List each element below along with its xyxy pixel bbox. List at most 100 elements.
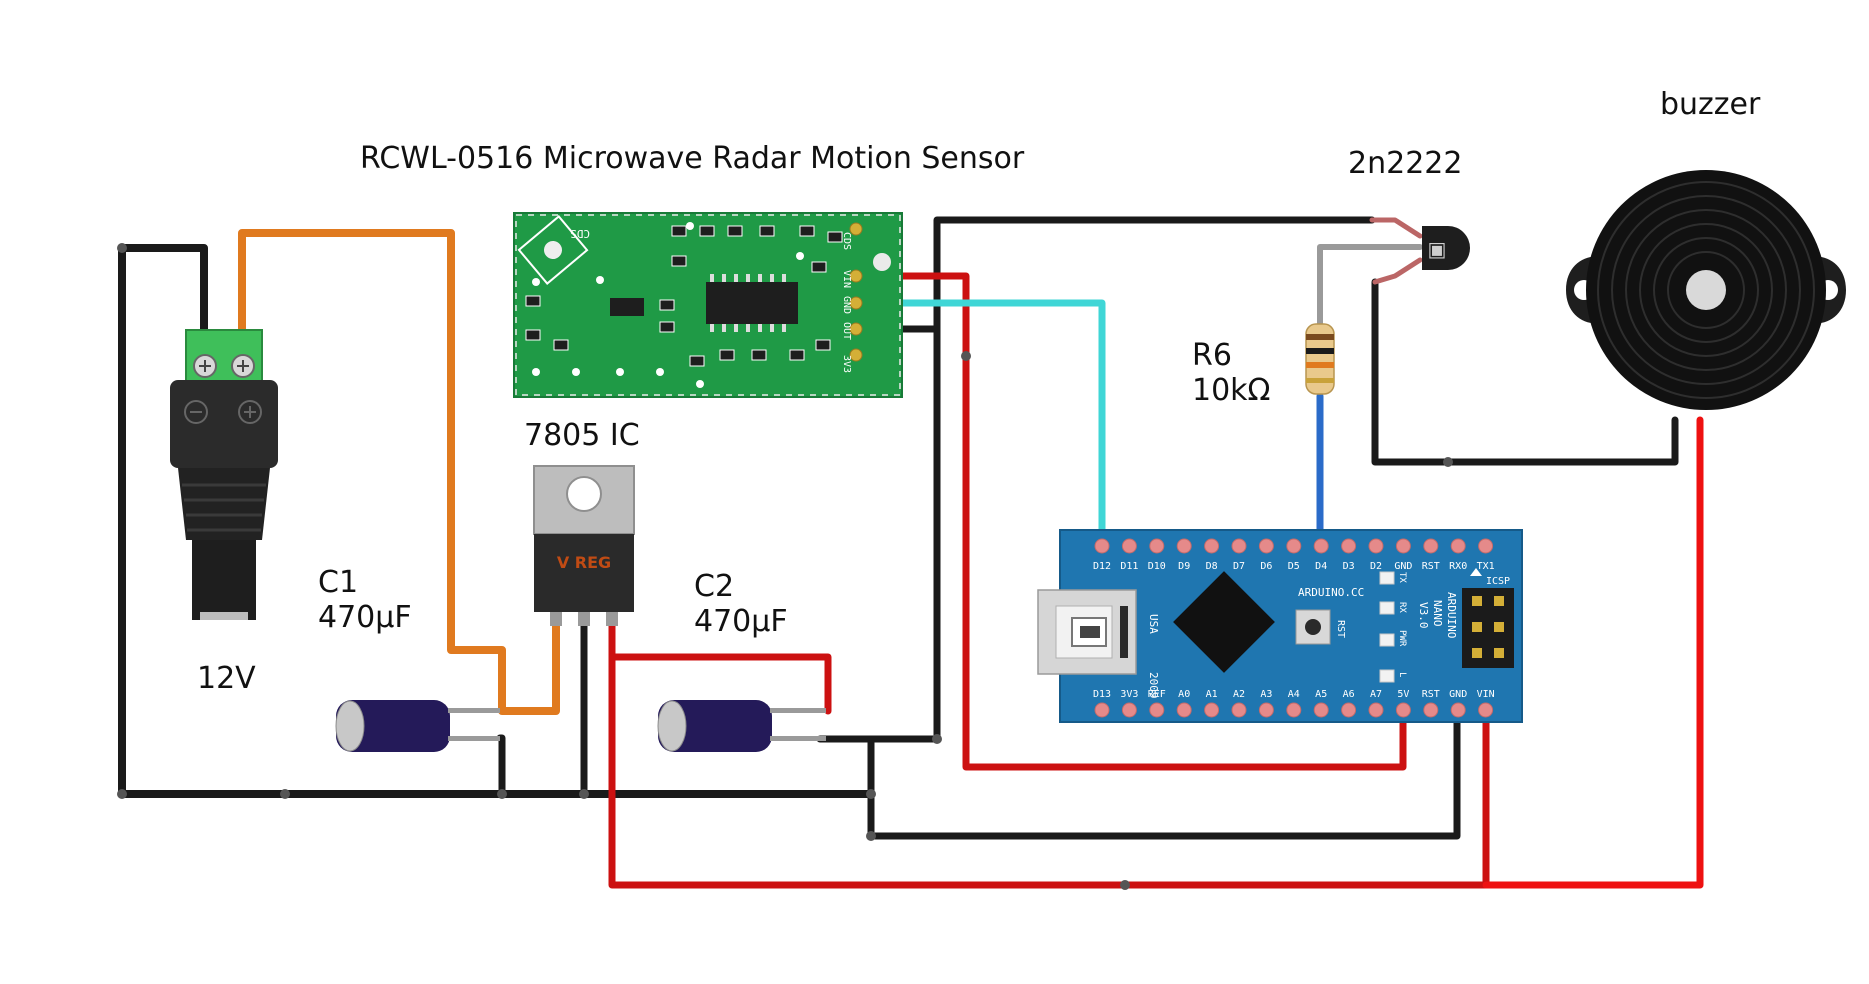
nano-bottom-pin-pad: [1450, 702, 1466, 718]
nano-bottom-pin-label: A2: [1233, 689, 1245, 700]
nano-top-pin-pad: [1450, 538, 1466, 554]
nano-bottom-pin-label: 3V3: [1120, 689, 1138, 700]
nano-top-pin-pad: [1478, 538, 1494, 554]
wire-black-sensor-ground: [867, 216, 1376, 743]
piezo-buzzer: [1566, 170, 1846, 410]
nano-bottom-pin-label: A7: [1370, 689, 1382, 700]
c1-value-label: 470μF: [318, 600, 412, 635]
nano-bottom-pin-pad: [1395, 702, 1411, 718]
nano-model-line: V3.0: [1417, 602, 1430, 629]
wire-orange-12v-positive: [238, 229, 560, 715]
nano-top-pin-pad: [1395, 538, 1411, 554]
nano-bottom-pin-pad: [1368, 702, 1384, 718]
nano-top-pin-pad: [1149, 538, 1165, 554]
nano-top-pin-label: D6: [1260, 561, 1272, 572]
usb-mini-connector: [1037, 589, 1137, 675]
nano-model-line: ARDUINO: [1445, 592, 1458, 638]
nano-top-pin-label: D11: [1120, 561, 1138, 572]
nano-bottom-pin-label: RST: [1422, 689, 1440, 700]
nano-bottom-pin-label: A5: [1315, 689, 1327, 700]
arduino-nano-board: USA 2009 RST ARDUINO.CC TX RX PWR L ARDU…: [1037, 529, 1523, 723]
nano-top-pin-pad: [1286, 538, 1302, 554]
c1-name-label: C1: [318, 565, 358, 600]
wire-black-c2-ground: [816, 707, 1461, 840]
wire-red-regulator-output: [608, 621, 832, 715]
nano-top-pin-label: D10: [1148, 561, 1166, 572]
nano-usa-text: USA: [1147, 614, 1160, 634]
wire-red-sensor-vin: [851, 272, 1407, 771]
nano-bottom-pin-pad: [1121, 702, 1137, 718]
nano-bottom-pin-label: A0: [1178, 689, 1190, 700]
resistor-name-label: R6: [1192, 338, 1232, 373]
capacitor-c2: [657, 700, 826, 752]
transistor-glyph-icon: ▣: [1428, 237, 1447, 261]
nano-top-pin-pad: [1258, 538, 1274, 554]
junction-dot: [961, 351, 971, 361]
sensor-pin-label: VIN: [841, 270, 852, 288]
nano-top-pin-label: D5: [1288, 561, 1300, 572]
sensor-pin-label: 3V3: [841, 355, 852, 373]
wire-black-buzzer-ground: [1371, 278, 1679, 466]
regulator-marking: V REG: [557, 553, 611, 572]
nano-top-pin-label: D3: [1343, 561, 1355, 572]
capacitor-c1: [335, 700, 500, 752]
nano-mcu-chip: [1173, 571, 1275, 673]
nano-bottom-pin-pad: [1313, 702, 1329, 718]
nano-top-pin-pad: [1313, 538, 1329, 554]
nano-led-label: TX: [1397, 572, 1407, 583]
nano-bottom-pin-pad: [1149, 702, 1165, 718]
wire-black-c1-ground: [496, 734, 506, 798]
nano-bottom-pin-label: REF: [1148, 689, 1166, 700]
nano-bottom-pin-pad: [1094, 702, 1110, 718]
nano-top-pin-pad: [1368, 538, 1384, 554]
nano-bottom-pin-pad: [1341, 702, 1357, 718]
nano-bottom-pin-label: 5V: [1397, 689, 1409, 700]
nano-bottom-pin-label: A6: [1343, 689, 1355, 700]
nano-bottom-pin-pad: [1478, 702, 1494, 718]
nano-top-pin-pad: [1094, 538, 1110, 554]
rcwl-0516-sensor-board: CDS 3V3: [513, 212, 903, 398]
nano-led: [1379, 601, 1395, 615]
nano-bottom-pin-pad: [1286, 702, 1302, 718]
nano-led-label: L: [1397, 672, 1407, 677]
nano-bottom-pin-pad: [1231, 702, 1247, 718]
nano-top-pin-label: D12: [1093, 561, 1111, 572]
junction-dot: [117, 789, 127, 799]
nano-top-pin-pad: [1121, 538, 1137, 554]
nano-top-pin-label: D4: [1315, 561, 1327, 572]
sensor-pin-label: CDS: [841, 232, 852, 250]
nano-top-pin-pad: [1423, 538, 1439, 554]
nano-bottom-pin-pad: [1176, 702, 1192, 718]
nano-led: [1379, 571, 1395, 585]
2n2222-transistor: ▣: [1422, 226, 1470, 270]
nano-bottom-pin-pad: [1258, 702, 1274, 718]
minus-icon: [184, 400, 208, 424]
transistor-label: 2n2222: [1348, 146, 1462, 181]
nano-top-pin-label: GND: [1394, 561, 1412, 572]
nano-top-pin-pad: [1204, 538, 1220, 554]
7805-voltage-regulator: V REG: [533, 465, 635, 626]
sensor-pin-label: GND: [841, 296, 852, 314]
junction-dot: [866, 831, 876, 841]
nano-top-pin-label: RX0: [1449, 561, 1467, 572]
junction-dot: [117, 243, 127, 253]
nano-bottom-pin-label: A3: [1260, 689, 1272, 700]
sensor-pin-label: OUT: [841, 322, 852, 340]
nano-icsp-text: ICSP: [1486, 576, 1510, 587]
wire-transistor-emitter-leg: [1372, 257, 1423, 285]
junction-dot: [497, 789, 507, 799]
resistor-value-label: 10kΩ: [1192, 373, 1270, 408]
nano-year-text: 2009: [1147, 672, 1160, 699]
wire-red-5v-to-vin: [608, 653, 1490, 889]
nano-bottom-pin-label: D13: [1093, 689, 1111, 700]
c2-value-label: 470μF: [694, 604, 788, 639]
nano-led-label: PWR: [1397, 630, 1407, 647]
icsp-header: [1462, 588, 1514, 668]
resistor-r6: [1305, 323, 1335, 395]
nano-led: [1379, 669, 1395, 683]
wire-red-buzzer-positive: [1482, 416, 1704, 889]
nano-rst-text: RST: [1335, 620, 1346, 638]
nano-bottom-pin-label: A4: [1288, 689, 1300, 700]
c2-name-label: C2: [694, 569, 734, 604]
plus-icon: [238, 400, 262, 424]
